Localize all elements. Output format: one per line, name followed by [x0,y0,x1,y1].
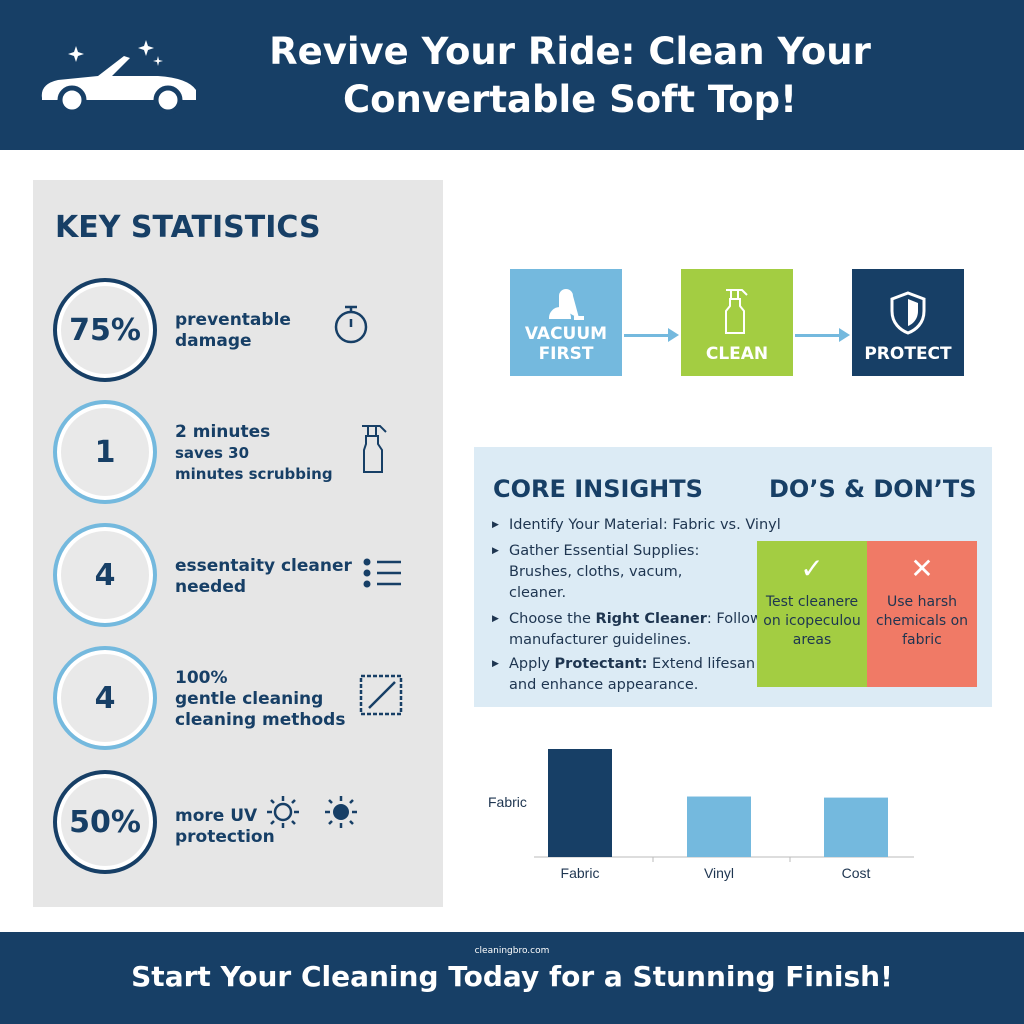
stat-line: essentaity cleaner [175,556,352,576]
dos-donts-title: DO’S & DON’TS [769,475,977,503]
stat-line: preventable [175,310,291,330]
stat-value: 75% [53,278,157,382]
flow-step-label: PROTECT [864,344,952,364]
bar-cost [824,797,888,857]
page-title: Revive Your Ride: Clean Your Convertable… [269,30,871,121]
core-insights-title: CORE INSIGHTS [493,475,703,503]
stat-item: 1 2 minutes saves 30 minutes scrubbing [53,400,433,504]
footer-cta: Start Your Cleaning Today for a Stunning… [131,960,893,993]
stat-value: 4 [53,523,157,627]
spray-bottle-icon [725,289,748,334]
bar-fabric [548,749,612,857]
insight-item: Identify Your Material: Fabric vs. Vinyl [492,515,822,536]
header: Revive Your Ride: Clean Your Convertable… [0,0,1024,150]
insight-text: : Follow manufacturer guidelines. [509,611,762,648]
flow-step-label: VACUUM FIRST [524,324,608,364]
do-card: ✓ Test cleanere on icopeculou areas [757,541,867,687]
flow-step-clean: CLEAN [681,269,793,376]
cloth-icon [359,674,403,716]
insights-panel: CORE INSIGHTS DO’S & DON’TS Identify You… [474,447,992,707]
spray-bottle-icon [362,425,387,473]
dont-text: Use harsh chemicals on fabric [875,594,969,648]
footer: cleaningbro.com Start Your Cleaning Toda… [0,932,1024,1024]
stat-value: 1 [53,400,157,504]
insight-item: Choose the Right Cleaner: Follow manufac… [492,609,762,651]
insight-text: Apply [509,656,555,672]
insight-item: Gather Essential Supplies: Brushes, clot… [492,541,732,604]
stat-line: damage [175,331,252,351]
flow-step-vacuum: VACUUM FIRST [510,269,622,376]
x-icon: ✕ [910,552,934,585]
dont-card: ✕ Use harsh chemicals on fabric [867,541,977,687]
stat-line: 2 minutes [175,422,271,442]
do-text: Test cleanere on icopeculou areas [763,594,861,648]
stopwatch-icon [334,305,368,344]
stat-text: 2 minutes saves 30 minutes scrubbing [175,422,333,485]
stat-line: more UV [175,806,258,826]
insight-text: Choose the [509,611,596,627]
stat-line: needed [175,577,247,597]
stat-value: 4 [53,646,157,750]
insight-text: Extend lifesan and enhance appearance. [509,656,756,693]
stat-line: protection [175,827,275,847]
shield-icon [890,291,926,335]
insight-bold: Protectant: [554,656,648,672]
stat-line: 100% [175,668,228,688]
x-tick-label: Fabric [561,865,600,881]
x-tick-label: Cost [842,865,871,881]
flow-step-label: CLEAN [705,344,769,364]
vacuum-icon [548,289,584,320]
sun-icon [325,796,357,828]
x-tick-label: Vinyl [704,865,734,881]
bar-vinyl [687,796,751,857]
stat-value: 50% [53,770,157,874]
y-axis-label: Fabric [488,794,527,810]
insight-bold: Right Cleaner [595,611,707,627]
list-icon [363,558,401,588]
check-icon: ✓ [800,552,824,585]
stat-line: cleaning methods [175,710,346,730]
flow-step-protect: PROTECT [852,269,964,376]
sun-outline-icon [267,796,299,828]
arrow-icon [624,328,679,342]
arrow-icon [795,328,850,342]
watermark: cleaningbro.com [474,946,550,956]
stat-line: gentle cleaning [175,689,324,709]
stat-line: saves 30 [175,444,250,462]
stats-title: KEY STATISTICS [55,210,321,245]
stat-line: minutes scrubbing [175,465,333,483]
convertible-car-sparkle-icon [41,40,196,115]
insight-item: Apply Protectant: Extend lifesan and enh… [492,654,762,696]
